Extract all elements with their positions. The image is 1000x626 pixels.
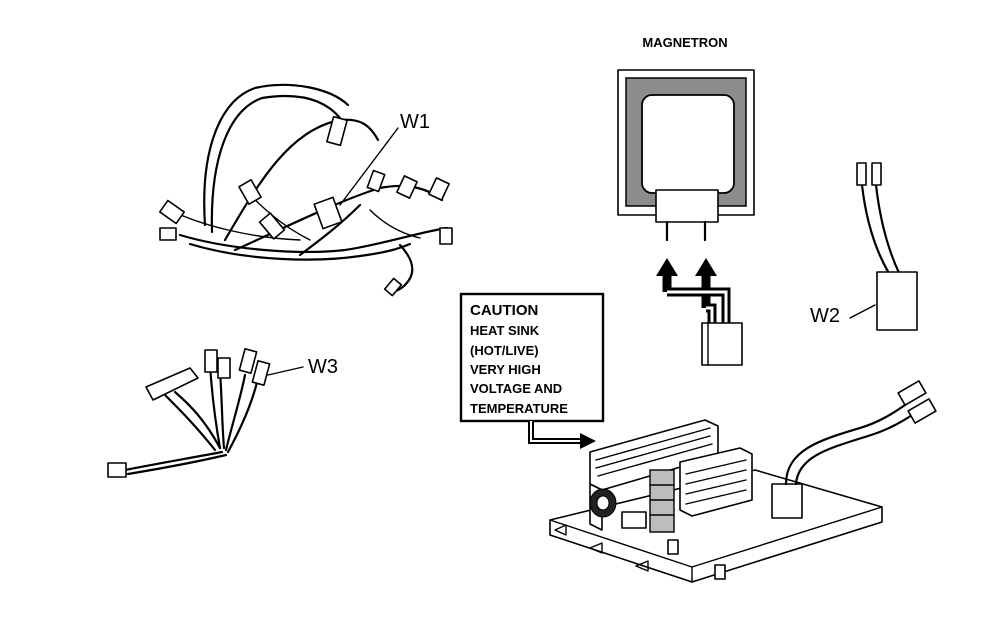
w2-terminal <box>871 162 882 186</box>
w1-connector <box>428 177 450 201</box>
w1-connector <box>383 277 403 297</box>
w1-label: W1 <box>400 111 430 133</box>
w1-connector <box>159 227 177 241</box>
w3-connector <box>204 349 218 373</box>
w1-connector <box>158 199 186 225</box>
harness-plug <box>897 380 927 406</box>
magnetron-title: MAGNETRON <box>642 35 727 50</box>
w3-wire-harness <box>107 348 271 478</box>
w1-connector <box>396 175 418 199</box>
w3-leader-line <box>267 366 304 376</box>
caution-pointer-arrow <box>528 421 596 449</box>
magnetron <box>617 69 755 242</box>
magnetron-base <box>655 189 719 223</box>
caution-line-5: TEMPERATURE <box>470 401 568 416</box>
w1-connector <box>313 196 343 230</box>
w3-label: W3 <box>308 356 338 378</box>
w3-connector-block <box>145 367 199 401</box>
w1-connector <box>238 179 262 205</box>
caution-line-3: VERY HIGH <box>470 362 541 377</box>
w1-wire-harness <box>158 83 453 297</box>
w1-connector <box>258 212 286 240</box>
board-standoff <box>667 539 679 555</box>
w3-connector <box>107 462 127 478</box>
magnetron-face <box>641 94 735 194</box>
harness-plug <box>907 398 937 424</box>
inverter-board-assembly <box>549 380 937 583</box>
w3-connector <box>238 348 258 374</box>
caution-heading: CAUTION <box>470 302 538 319</box>
w2-wire-lead <box>856 162 918 331</box>
w1-connector <box>439 227 453 245</box>
w2-terminal <box>856 162 867 186</box>
w2-connector-block <box>876 271 918 331</box>
board-standoff <box>714 564 726 580</box>
wire-connector-housing <box>771 483 803 519</box>
board-component <box>621 511 647 529</box>
caution-line-1: HEAT SINK <box>470 323 540 338</box>
w3-connector <box>217 357 231 379</box>
transformer <box>679 447 753 517</box>
w1-connector <box>366 169 386 193</box>
w2-label: W2 <box>810 305 840 327</box>
w3-connector <box>251 360 271 386</box>
w2-leader-line <box>849 304 876 319</box>
caution-line-2: (HOT/LIVE) <box>470 343 539 358</box>
w1-leader-line <box>339 127 399 206</box>
capacitor-block <box>649 469 675 533</box>
w1-connector <box>326 115 348 147</box>
magnetron-connection-arrows <box>656 258 743 366</box>
caution-label-box: CAUTION HEAT SINK (HOT/LIVE) VERY HIGH V… <box>459 292 605 423</box>
caution-line-4: VOLTAGE AND <box>470 381 562 396</box>
